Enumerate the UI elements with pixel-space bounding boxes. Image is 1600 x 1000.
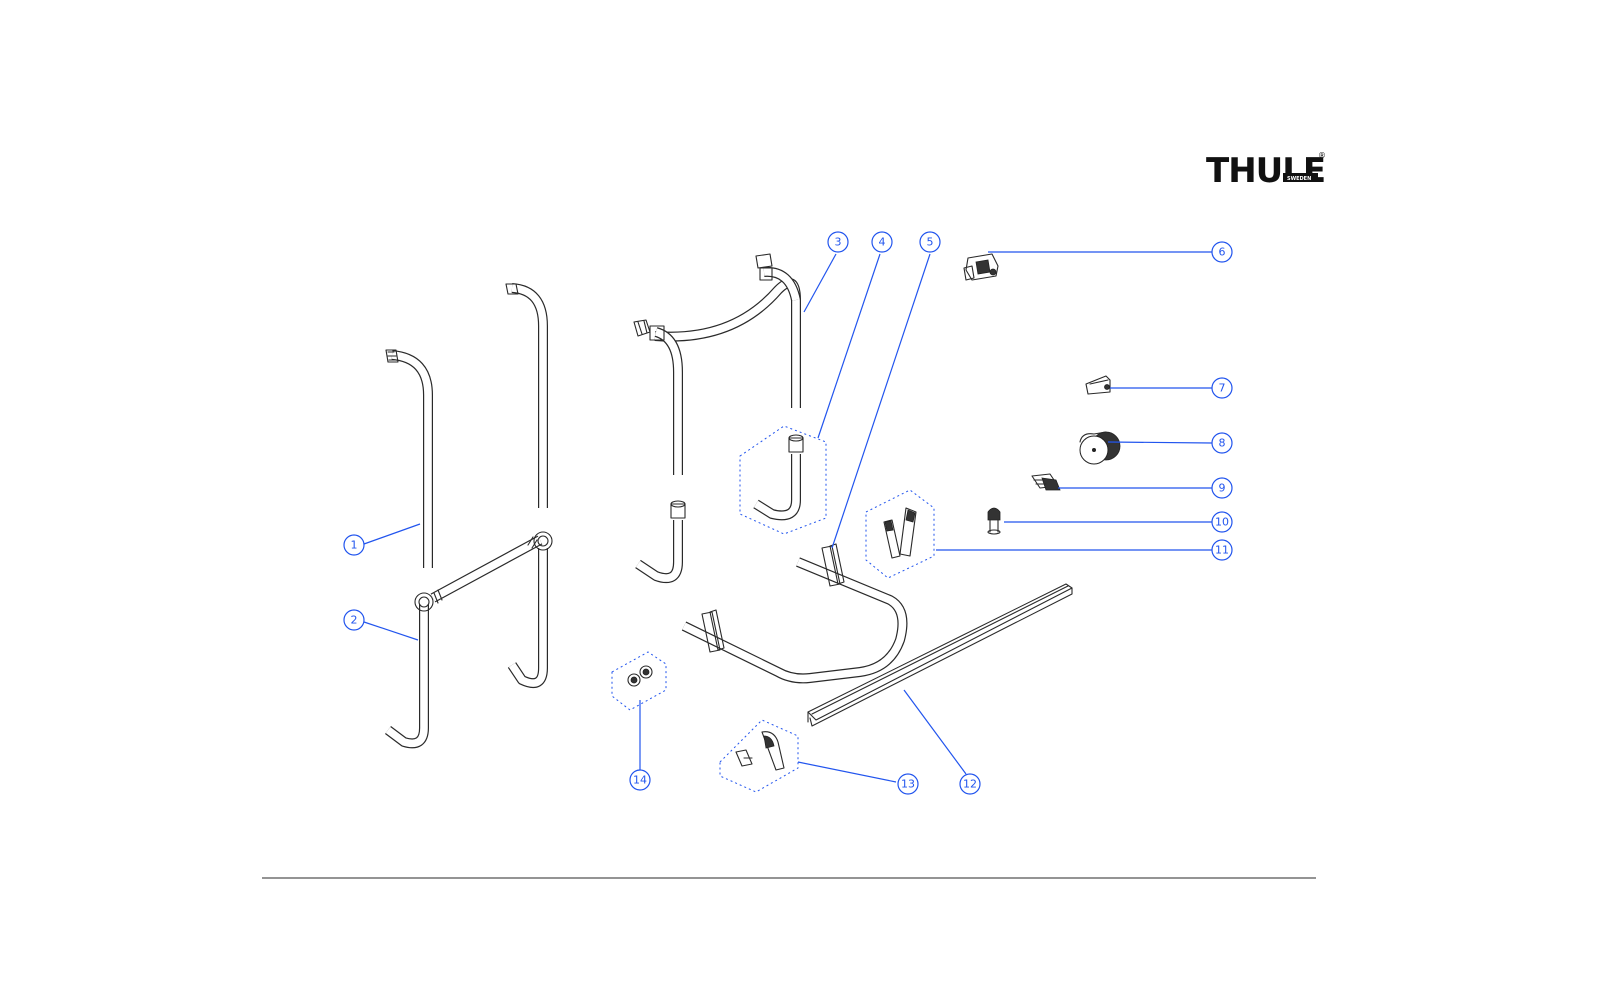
- callout-label: 12: [963, 778, 977, 791]
- callout-11: 11: [1211, 539, 1233, 561]
- callout-3: 3: [827, 231, 849, 253]
- callout-7: 7: [1211, 377, 1233, 399]
- callout-label: 11: [1215, 544, 1229, 557]
- leader-4: [817, 253, 881, 439]
- part-12-rail: [807, 583, 1073, 727]
- callout-8: 8: [1211, 432, 1233, 454]
- callout-label: 3: [835, 236, 842, 249]
- leader-5: [831, 253, 931, 549]
- callout-5: 5: [919, 231, 941, 253]
- part-8-strap-reel: [1079, 431, 1121, 465]
- part-13-group: [719, 719, 799, 793]
- callout-4: 4: [871, 231, 893, 253]
- leader-1: [363, 523, 421, 545]
- callout-label: 7: [1219, 382, 1226, 395]
- callout-9: 9: [1211, 477, 1233, 499]
- lower-j-tube: [635, 500, 686, 584]
- callout-label: 13: [901, 778, 915, 791]
- callout-6: 6: [1211, 241, 1233, 263]
- callout-13: 13: [897, 773, 919, 795]
- callout-label: 2: [351, 614, 358, 627]
- logo-brand: THULE: [1206, 151, 1325, 191]
- callout-label: 14: [633, 774, 647, 787]
- part-6-clamp: [963, 253, 999, 281]
- leader-2: [363, 621, 419, 641]
- leader-12: [903, 689, 967, 775]
- part-4-group: [739, 425, 827, 535]
- callout-label: 6: [1219, 246, 1226, 259]
- thule-logo: THULE SWEDEN ®: [1206, 151, 1326, 191]
- leader-lines: [363, 251, 1213, 783]
- logo-sub-bar: [1283, 173, 1318, 182]
- part-7-block: [1085, 375, 1111, 395]
- callout-14: 14: [629, 769, 651, 791]
- leader-13: [797, 761, 897, 783]
- part-2-frame: [385, 283, 553, 749]
- logo-sub: SWEDEN: [1287, 176, 1311, 182]
- callout-label: 1: [351, 539, 358, 552]
- part-14-group: [611, 651, 667, 711]
- part-3-upper-frame: [633, 253, 801, 475]
- callout-label: 9: [1219, 482, 1226, 495]
- leader-8: [1107, 441, 1213, 444]
- callout-label: 4: [879, 236, 886, 249]
- callout-label: 5: [927, 236, 934, 249]
- leader-3: [803, 253, 837, 313]
- callout-label: 8: [1219, 437, 1226, 450]
- part-5-lower-frame: [681, 543, 908, 684]
- part-11-group: [865, 489, 935, 579]
- callout-2: 2: [343, 609, 365, 631]
- callout-10: 10: [1211, 511, 1233, 533]
- callout-1: 1: [343, 534, 365, 556]
- callout-12: 12: [959, 773, 981, 795]
- callout-label: 10: [1215, 516, 1229, 529]
- part-1-tube: [385, 349, 433, 568]
- part-10-knob: [987, 507, 1001, 535]
- part-9-buckle: [1031, 473, 1061, 491]
- logo-reg: ®: [1318, 151, 1326, 160]
